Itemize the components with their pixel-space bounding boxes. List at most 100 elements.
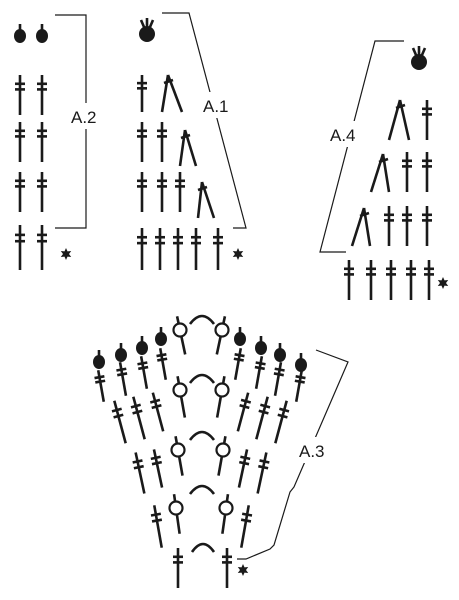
treble-crochet-icon: [137, 356, 149, 389]
chain-stitch-icon: [274, 343, 286, 362]
treble-crochet-icon: [256, 452, 270, 494]
chain-space-arc: [188, 314, 216, 325]
star-marker-icon: [232, 248, 244, 260]
treble-crochet-icon: [294, 370, 306, 402]
treble-crochet-icon: [132, 452, 146, 494]
chain-stitch-icon: [14, 24, 26, 43]
treble-crochet-icon: [137, 228, 147, 270]
treble-crochet-icon: [237, 449, 251, 488]
chart-label-a2: A.2: [71, 108, 97, 127]
stitch-symbols: [14, 18, 449, 588]
treble-crochet-icon: [255, 396, 271, 440]
treble-crochet-icon: [37, 122, 47, 162]
treble-crochet-icon: [175, 172, 185, 212]
chain-loop-icon: [172, 316, 188, 355]
treble-crochet-icon: [222, 548, 232, 588]
chain-stitch-icon: [234, 327, 246, 346]
treble-crochet-icon: [402, 206, 412, 246]
treble-crochet-icon: [274, 400, 290, 444]
treble-crochet-icon: [406, 260, 416, 300]
chain-loop-icon: [168, 493, 184, 534]
treble-crochet-icon: [15, 75, 25, 115]
star-marker-icon: [60, 248, 72, 260]
dc-cluster-icon: [369, 153, 391, 193]
treble-crochet-icon: [157, 122, 167, 162]
dc-cluster-icon: [178, 129, 198, 167]
chain-loop-icon: [214, 375, 230, 418]
treble-crochet-icon: [157, 172, 167, 212]
chain-space-arc: [190, 542, 216, 553]
label-bg-a1: [200, 92, 240, 118]
treble-crochet-icon: [422, 100, 432, 140]
treble-crochet-icon: [137, 122, 147, 162]
label-bg-a2: [66, 103, 106, 129]
treble-crochet-icon: [150, 505, 164, 548]
treble-crochet-icon: [422, 152, 432, 192]
chart-label-a4: A.4: [330, 126, 356, 145]
treble-crochet-icon: [37, 172, 47, 212]
chart-a3: A.3: [237, 349, 349, 560]
chain-loop-icon: [214, 316, 230, 355]
treble-crochet-icon: [233, 348, 245, 380]
chain-stitch-icon: [136, 336, 148, 355]
cluster-top-icon: [411, 46, 427, 70]
chart-label-a3: A.3: [299, 442, 325, 461]
chain-space-arc: [188, 430, 216, 441]
treble-crochet-icon: [239, 505, 253, 548]
treble-crochet-icon: [422, 206, 432, 246]
dc-cluster-icon: [196, 181, 216, 219]
chain-loop-icon: [218, 493, 234, 534]
treble-crochet-icon: [94, 370, 106, 402]
treble-crochet-icon: [137, 75, 147, 112]
label-bg-a4: [327, 121, 367, 147]
treble-crochet-icon: [173, 228, 183, 270]
chain-stitch-icon: [93, 350, 105, 369]
treble-crochet-icon: [424, 260, 434, 300]
chain-stitch-icon: [36, 24, 48, 43]
treble-crochet-icon: [155, 228, 165, 270]
cluster-top-icon: [139, 18, 155, 42]
treble-crochet-icon: [173, 548, 183, 588]
star-marker-icon: [237, 564, 249, 576]
dc-cluster-icon: [387, 99, 411, 141]
treble-crochet-icon: [37, 75, 47, 115]
chain-stitch-icon: [295, 353, 307, 372]
dc-cluster-icon: [350, 207, 372, 247]
treble-crochet-icon: [386, 260, 396, 300]
chain-stitch-icon: [255, 336, 267, 355]
bracket-a3: [237, 349, 349, 560]
chain-stitch-icon: [115, 343, 127, 362]
chain-space-arc: [188, 373, 216, 384]
treble-crochet-icon: [213, 228, 223, 270]
treble-crochet-icon: [384, 206, 394, 246]
star-marker-icon: [437, 277, 449, 289]
chain-loop-icon: [172, 375, 188, 418]
treble-crochet-icon: [111, 400, 127, 444]
treble-crochet-icon: [191, 228, 201, 270]
treble-crochet-icon: [37, 225, 47, 270]
treble-crochet-icon: [366, 260, 376, 300]
treble-crochet-icon: [149, 392, 165, 432]
treble-crochet-icon: [156, 348, 168, 380]
treble-crochet-icon: [150, 449, 164, 488]
dc-cluster-icon: [160, 74, 184, 113]
treble-crochet-icon: [402, 152, 412, 192]
chain-stitch-icon: [155, 327, 167, 346]
chain-loop-icon: [215, 435, 231, 476]
chart-a4: A.4: [319, 40, 404, 253]
treble-crochet-icon: [15, 225, 25, 270]
treble-crochet-icon: [344, 260, 354, 300]
treble-crochet-icon: [15, 172, 25, 212]
chart-a1: A.1: [162, 12, 247, 229]
treble-crochet-icon: [15, 122, 25, 162]
treble-crochet-icon: [273, 362, 285, 396]
bracket-a1: [162, 12, 247, 229]
chart-label-a1: A.1: [203, 97, 229, 116]
treble-crochet-icon: [254, 356, 266, 389]
chain-space-arc: [188, 484, 216, 495]
treble-crochet-icon: [137, 172, 147, 212]
treble-crochet-icon: [236, 392, 252, 432]
treble-crochet-icon: [130, 396, 146, 440]
label-bg-a3: [296, 437, 336, 463]
